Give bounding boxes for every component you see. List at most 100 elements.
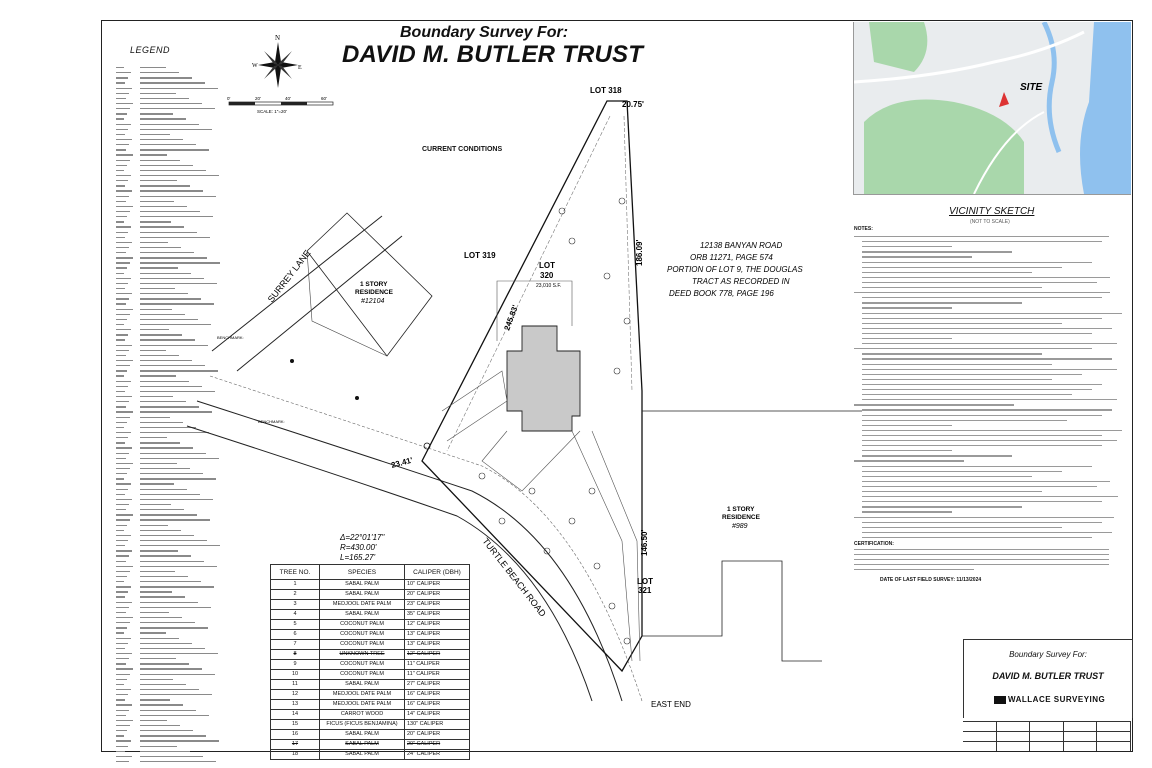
tree-species: COCONUT PALM [319,639,405,650]
notes-line [862,491,1042,493]
legend-row [116,497,236,502]
tree-table-header-species: SPECIES [319,564,405,580]
vicinity-map: SITE [853,22,1131,195]
tree-caliper: 130" CALIPER [404,719,470,730]
legend-row [116,271,236,276]
tree-species: CARROT WOOD [319,709,405,720]
legend-row [116,116,236,121]
lot-320-label: LOT [539,261,555,270]
legend-row [116,615,236,620]
legend-row [116,353,236,358]
legend-row [116,163,236,168]
tree-caliper: 13" CALIPER [404,639,470,650]
legend-row [116,754,236,759]
tree-species: COCONUT PALM [319,659,405,670]
compass-e: E [298,65,302,71]
legend-row [116,574,236,579]
legend-row [116,265,236,270]
notes-line [862,343,1117,345]
notes-line [854,348,1092,350]
curve-delta: Δ=22°01'17" [339,533,385,542]
notes-line [862,419,1067,421]
legend-row [116,384,236,389]
notes-line [862,409,1112,411]
legend-row [116,86,236,91]
cert-line [854,569,974,571]
tree-no: 11 [270,679,320,690]
legend-row [116,744,236,749]
tree-caliper: 23" CALIPER [404,599,470,610]
legend-row [116,533,236,538]
legend-row [116,461,236,466]
legend-row [116,142,236,147]
legend-row [116,188,236,193]
legend-row [116,492,236,497]
legend-row [116,749,236,754]
svg-text:40': 40' [285,96,291,101]
notes-line [862,485,1097,488]
tree-no: 6 [270,629,320,640]
legend-row [116,723,236,728]
notes-line [862,389,1092,391]
legend-row [116,600,236,605]
legend-row [116,759,236,764]
tree-no: 5 [270,619,320,630]
legend-row [116,636,236,641]
notes-line [862,465,1092,467]
notes-heading: NOTES: [854,226,873,232]
lot-319-label: LOT 319 [464,251,496,260]
east-end-label: EAST END [651,700,691,709]
legend-row [116,677,236,682]
tree-species: MEDJOOL DATE PALM [319,599,405,610]
tree-caliper: 11" CALIPER [404,659,470,670]
legend-row [116,358,236,363]
legend-row [116,559,236,564]
notes-line [862,297,1102,299]
tree-no: 13 [270,699,320,710]
vicinity-title: VICINITY SKETCH [949,206,1035,217]
svg-text:#989: #989 [732,523,748,530]
scale-bar: 0' 20' 40' 60' SCALE: 1"=20' [227,96,334,114]
notes-line [862,394,1072,396]
legend-row [116,420,236,425]
svg-text:60': 60' [321,96,327,101]
cert-line [854,554,1109,556]
lot-320-area: 23,010 S.F. [536,283,561,289]
legend-row [116,610,236,615]
legend-row [116,260,236,265]
legend-row [116,91,236,96]
north-arrow-icon: N W E [252,34,302,88]
legend-row [116,579,236,584]
compass-w: W [252,63,258,69]
tree-caliper: 16" CALIPER [404,699,470,710]
notes-line [862,470,1062,472]
legend-row [116,538,236,543]
notes-line [862,383,1102,386]
legend-row [116,332,236,337]
last-field-date: DATE OF LAST FIELD SURVEY: 11/13/2024 [880,577,982,583]
tree-no: 9 [270,659,320,670]
legend-row [116,625,236,630]
survey-title-line1: Boundary Survey For: [400,24,569,41]
vicinity-subtitle: (NOT TO SCALE) [970,219,1010,225]
notes-line [862,322,1062,324]
notes-line [862,327,1112,330]
legend-row [116,399,236,404]
notes-line [862,399,1117,401]
legend-row [116,507,236,512]
tree-caliper: 13" CALIPER [404,629,470,640]
legend-row [116,425,236,430]
notes-line [862,455,1012,457]
legend-row [116,487,236,492]
notes-line [862,521,1102,523]
tree-species: MEDJOOL DATE PALM [319,689,405,700]
legend-row [116,476,236,481]
legend-row [116,127,236,132]
legend-row [116,389,236,394]
legend-row [116,111,236,116]
